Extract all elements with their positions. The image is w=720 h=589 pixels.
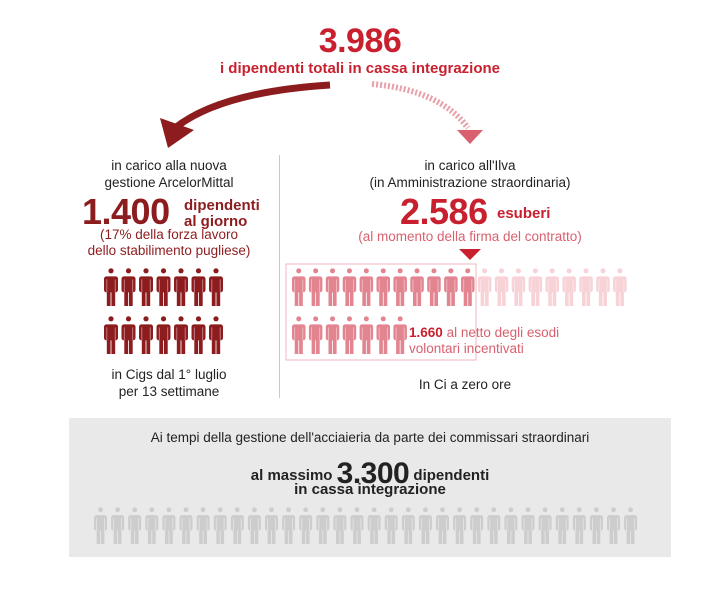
person-icon: [325, 268, 340, 306]
person-icon: [308, 316, 323, 354]
person-icon: [359, 268, 374, 306]
arrow-right-head: [457, 130, 483, 144]
person-icon: [209, 268, 223, 306]
right-footer: In Ci a zero ore: [418, 377, 512, 392]
person-icon: [342, 316, 357, 354]
person-icon: [292, 268, 306, 306]
person-icon: [325, 316, 340, 354]
person-icon: [511, 268, 526, 306]
right-number-label: esuberi: [497, 205, 551, 222]
person-icon: [444, 268, 458, 306]
person-icon: [528, 268, 543, 306]
person-icon: [104, 268, 118, 306]
person-icon: [579, 268, 593, 306]
person-icon: [156, 268, 171, 306]
total-number: 3.986: [318, 22, 402, 60]
person-icon: [121, 268, 136, 306]
person-icon: [191, 268, 206, 306]
person-icon: [121, 316, 136, 354]
person-icon: [376, 268, 390, 306]
bottom-caption: Ai tempi della gestione dell'acciaieria …: [150, 430, 590, 445]
person-icon: [174, 316, 188, 354]
person-icon: [209, 316, 223, 354]
highlight-pointer: [459, 249, 481, 260]
person-icon: [613, 268, 627, 306]
person-icon: [393, 268, 407, 306]
person-icon: [359, 316, 374, 354]
left-number-label: dipendenti al giorno: [184, 197, 260, 230]
total-caption: i dipendenti totali in cassa integrazion…: [219, 60, 501, 77]
person-icon: [376, 316, 390, 354]
person-icon: [139, 268, 153, 306]
arrow-left-head: [160, 118, 194, 148]
arrow-left: [172, 81, 331, 131]
person-icon: [461, 268, 475, 306]
right-number: 2.586: [400, 191, 488, 232]
person-icon: [427, 268, 441, 306]
person-icon: [156, 316, 171, 354]
left-heading: in carico alla nuova gestione ArcelorMit…: [104, 158, 234, 190]
person-icon: [139, 316, 153, 354]
right-highlight-note: 1.660 al netto degli esodi volontari inc…: [409, 325, 560, 356]
right-heading: in carico all'Ilva (in Amministrazione s…: [369, 158, 571, 190]
right-subnote: (al momento della firma del contratto): [358, 229, 582, 244]
person-icon: [545, 268, 559, 306]
left-number: 1.400: [82, 191, 170, 232]
person-icon: [342, 268, 357, 306]
left-footer: in Cigs dal 1° luglio per 13 settimane: [111, 367, 227, 399]
person-icon: [191, 316, 206, 354]
person-icon: [410, 268, 424, 306]
column-divider: [279, 155, 280, 398]
person-icon: [104, 316, 118, 354]
person-icon: [494, 268, 509, 306]
highlight-frame: [285, 263, 477, 361]
person-icon: [308, 268, 323, 306]
bottom-headline: al massimo 3.300 dipendenti: [250, 457, 490, 490]
person-icon: [393, 316, 407, 354]
person-icon: [174, 268, 188, 306]
person-icon: [562, 268, 576, 306]
arrow-right: [371, 81, 471, 130]
person-icon: [292, 316, 306, 354]
bottom-headline-line2: in cassa integrazione: [294, 481, 446, 498]
people-right-group: [292, 268, 627, 354]
people-left-group: [104, 268, 223, 354]
left-subnote: (17% della forza lavoro dello stabilimen…: [87, 227, 251, 258]
person-icon: [596, 268, 610, 306]
person-icon: [477, 268, 492, 306]
